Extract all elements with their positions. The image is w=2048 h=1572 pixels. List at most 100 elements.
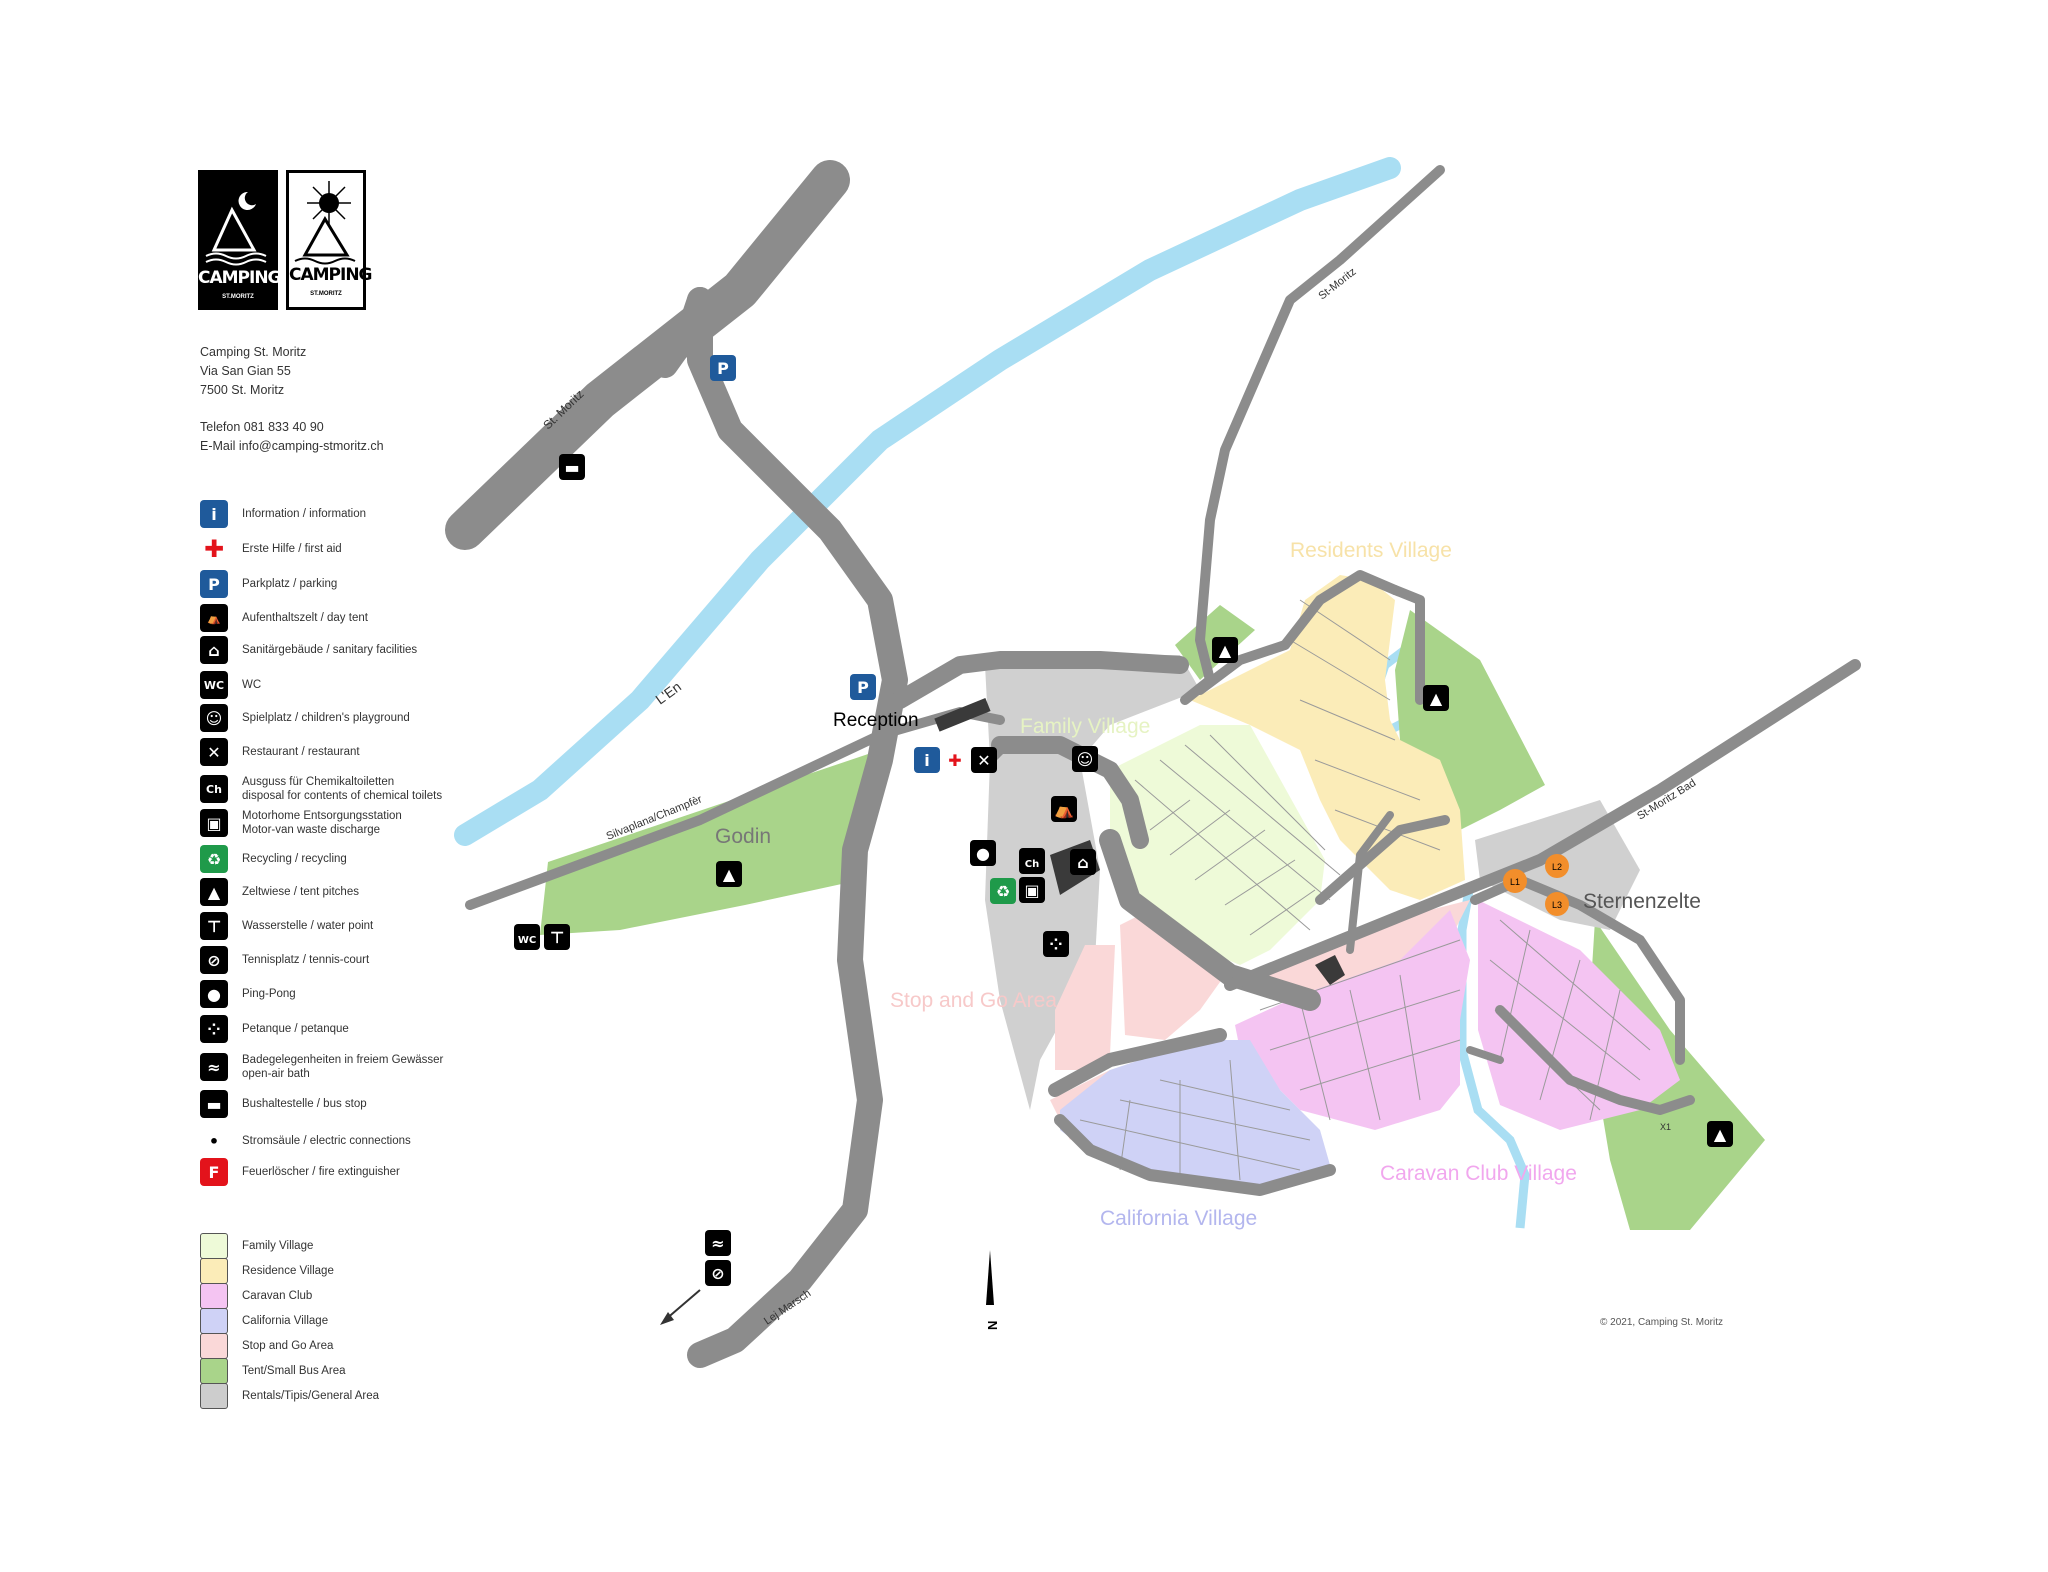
- camping-logo-night: CAMPING ST.MORITZ: [198, 170, 282, 310]
- tent-pitch-icon[interactable]: ▲: [1707, 1121, 1733, 1147]
- address-phone: Telefon 081 833 40 90: [200, 420, 324, 434]
- svg-text:☺: ☺: [1077, 750, 1094, 769]
- legend-item: ⛺Aufenthaltszelt / day tent: [200, 604, 460, 632]
- svg-text:≈: ≈: [711, 1234, 724, 1253]
- day-tent-icon[interactable]: ⛺: [1051, 796, 1077, 822]
- sanitary-icon[interactable]: ⌂: [1070, 849, 1096, 875]
- legend-label: Feuerlöscher / fire extinguisher: [242, 1166, 400, 1178]
- star-tent-l1[interactable]: L1: [1503, 869, 1527, 893]
- zone-swatch: [200, 1308, 228, 1334]
- svg-text:⛺: ⛺: [1054, 800, 1074, 819]
- zone-label: Caravan Club: [242, 1290, 313, 1302]
- label-sternenzelte: Sternenzelte: [1583, 890, 1701, 913]
- reception-building: [934, 698, 991, 732]
- address-block: Camping St. Moritz Via San Gian 55 7500 …: [200, 343, 384, 456]
- legend-label: Parkplatz / parking: [242, 578, 338, 590]
- zone-swatch: [200, 1358, 228, 1384]
- wc-icon: WC: [200, 671, 228, 699]
- address-street: Via San Gian 55: [200, 364, 291, 378]
- svg-text:●: ●: [976, 844, 990, 863]
- tent-pitch-icon[interactable]: ▲: [716, 861, 742, 887]
- label-caravan-club-village: Caravan Club Village: [1380, 1162, 1577, 1185]
- legend-item: ⌂Sanitärgebäude / sanitary facilities: [200, 636, 460, 664]
- tent-pitch-icon[interactable]: ▲: [1212, 637, 1238, 663]
- svg-text:♻: ♻: [996, 882, 1010, 901]
- address-email[interactable]: E-Mail info@camping-stmoritz.ch: [200, 439, 384, 453]
- svg-text:⊤: ⊤: [550, 928, 565, 947]
- legend-label: Spielplatz / children's playground: [242, 712, 410, 724]
- legend-label: Restaurant / restaurant: [242, 746, 360, 758]
- road-reception: [891, 651, 1189, 709]
- svg-text:▣: ▣: [1024, 881, 1039, 900]
- lej-marsch-arrow-icon: [664, 1289, 701, 1321]
- playground-icon[interactable]: ☺: [1072, 746, 1098, 772]
- water-point-icon[interactable]: ⊤: [544, 924, 570, 950]
- legend-item: ⁘Petanque / petanque: [200, 1015, 460, 1043]
- tent-moon-icon: [205, 191, 267, 266]
- zone-label: Family Village: [242, 1240, 314, 1252]
- legend-item: ♻Recycling / recycling: [200, 845, 460, 873]
- legend-item: ⊘ Tennisplatz / tennis-court: [200, 946, 460, 974]
- pitch-label-x1: X1: [1660, 1122, 1671, 1132]
- legend-label: Tennisplatz / tennis-court: [242, 954, 370, 966]
- petanque-icon[interactable]: ⁘: [1043, 931, 1069, 957]
- wc-icon[interactable]: WC: [514, 924, 540, 950]
- chemical-toilet-icon: Ch: [200, 775, 228, 803]
- road-st-moritz-bad: [1224, 659, 1861, 991]
- north-arrow-icon: [986, 1250, 994, 1305]
- stopgo-triangle: [1120, 910, 1225, 1040]
- logo-sub: ST.MORITZ: [222, 294, 254, 300]
- motorhome-icon[interactable]: ▣: [1019, 877, 1045, 903]
- legend-item: ▲Zeltwiese / tent pitches: [200, 878, 460, 906]
- address-name: Camping St. Moritz: [200, 345, 307, 359]
- service-building: [1315, 955, 1345, 985]
- label-residents-village: Residents Village: [1290, 539, 1452, 562]
- zone-legend-item: Rentals/Tipis/General Area: [200, 1383, 400, 1409]
- stopgo-strip: [1055, 945, 1115, 1070]
- parking-icon[interactable]: P: [850, 674, 876, 700]
- road-california: [1054, 1114, 1336, 1196]
- star-tent-l3[interactable]: L3: [1545, 892, 1569, 916]
- label-stopgo-area: Stop and Go Area: [890, 989, 1057, 1012]
- legend-label: WC: [242, 679, 262, 691]
- swimming-icon[interactable]: ≈: [705, 1230, 731, 1256]
- legend-item: ▣Motorhome Entsorgungsstation Motor-van …: [200, 809, 460, 837]
- road-main: [687, 287, 908, 1368]
- svg-text:i: i: [924, 751, 929, 770]
- svg-text:WC: WC: [518, 935, 536, 946]
- svg-text:✕: ✕: [977, 751, 990, 770]
- svg-text:⊘: ⊘: [711, 1264, 724, 1283]
- caravan-area-east: [1478, 900, 1680, 1130]
- label-california-village: California Village: [1100, 1207, 1257, 1230]
- tent-area-godin: [540, 750, 880, 935]
- stopgo-center: [1255, 900, 1470, 1000]
- first-aid-icon[interactable]: ✚: [942, 747, 968, 773]
- restaurant-icon[interactable]: ✕: [971, 747, 997, 773]
- legend-label: Motorhome Entsorgungsstation Motor-van w…: [242, 810, 402, 836]
- ping-pong-icon[interactable]: ●: [970, 840, 996, 866]
- star-tent-l2[interactable]: L2: [1545, 854, 1569, 878]
- legend-item: ⊤Wasserstelle / water point: [200, 912, 460, 940]
- parking-icon[interactable]: P: [710, 355, 736, 381]
- bus-stop-icon[interactable]: ▬: [559, 454, 585, 480]
- tent-pitch-icon[interactable]: ▲: [1423, 685, 1449, 711]
- legend-label: Erste Hilfe / first aid: [242, 543, 342, 555]
- zone-legend-item: Residence Village: [200, 1258, 400, 1284]
- first-aid-icon: ✚: [200, 535, 228, 563]
- zone-label: California Village: [242, 1315, 329, 1327]
- legend-label: Recycling / recycling: [242, 853, 347, 865]
- information-icon[interactable]: i: [914, 747, 940, 773]
- recycling-icon[interactable]: ♻: [990, 878, 1016, 904]
- chemical-toilet-icon[interactable]: Ch: [1019, 848, 1045, 874]
- svg-text:▲: ▲: [1714, 1125, 1727, 1144]
- tennis-icon: ⊘: [200, 946, 228, 974]
- restaurant-icon: ✕: [200, 738, 228, 766]
- petanque-icon: ⁘: [200, 1015, 228, 1043]
- legend-label: Sanitärgebäude / sanitary facilities: [242, 644, 418, 656]
- tennis-icon[interactable]: ⊘: [705, 1260, 731, 1286]
- zone-label: Tent/Small Bus Area: [242, 1365, 346, 1377]
